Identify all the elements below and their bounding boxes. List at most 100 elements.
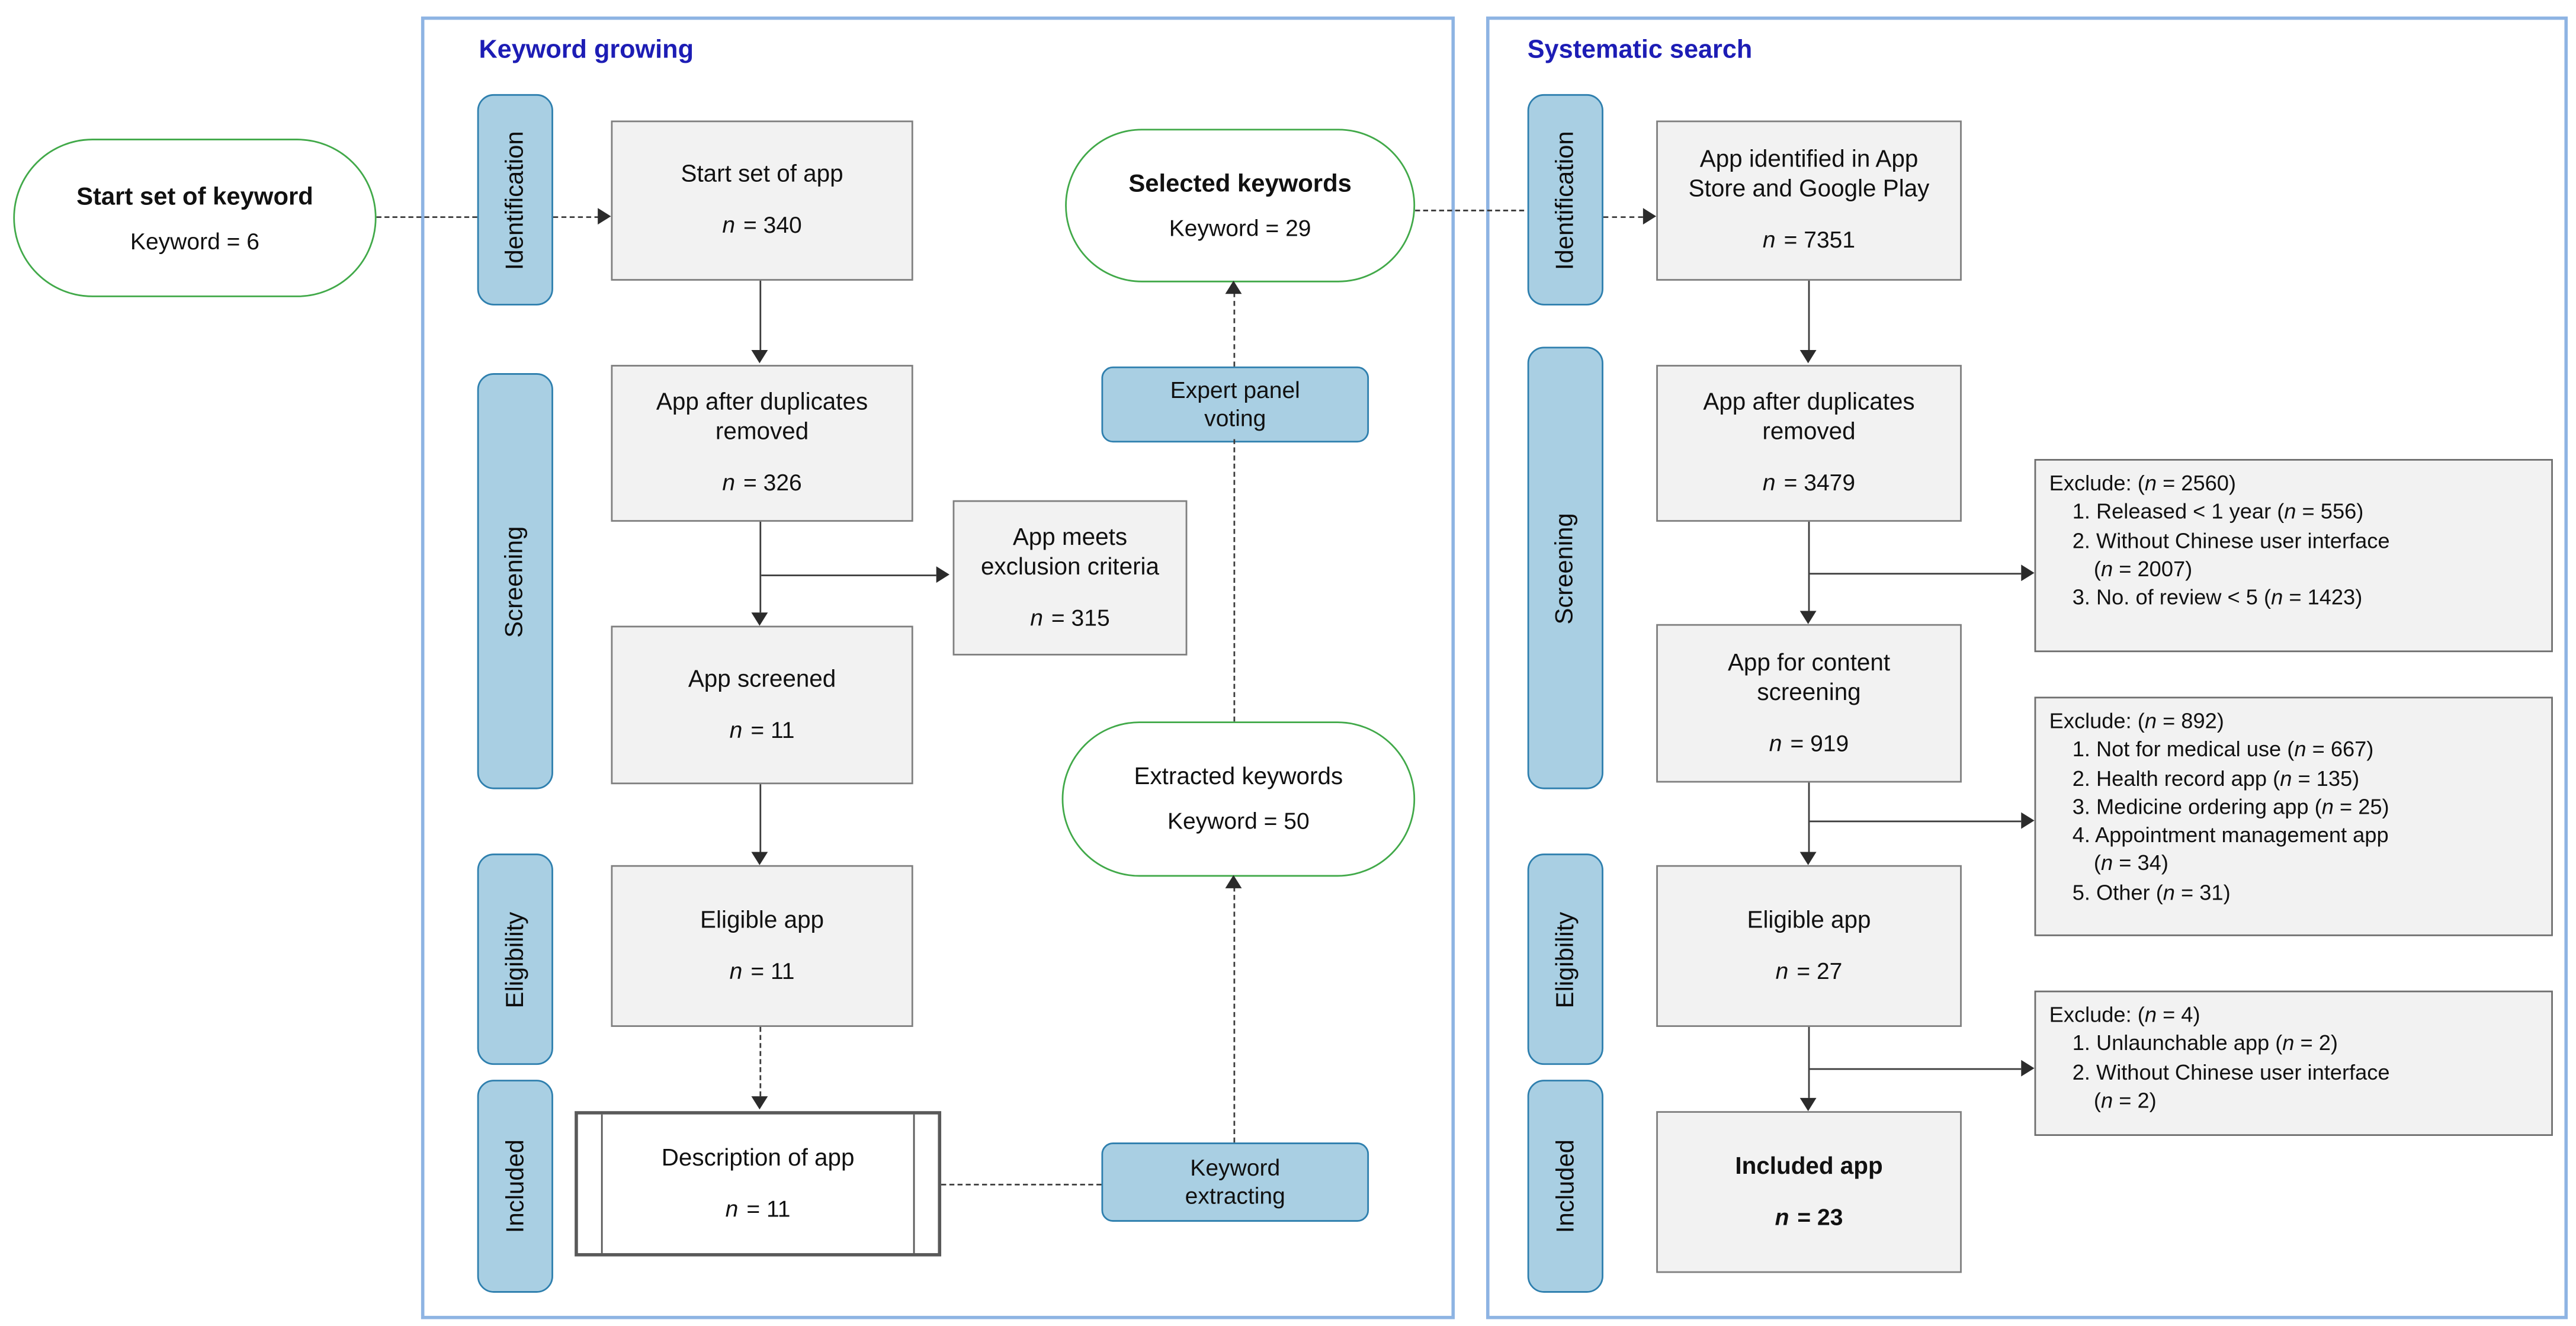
arrowhead-into-startset [598, 208, 611, 225]
arrowhead-into-exclude-3 [2021, 1059, 2035, 1077]
stage-included-kg-label: Included [501, 1139, 530, 1234]
stage-screening-kg-label: Screening [501, 525, 530, 637]
arrowhead-into-eligible-kg [751, 852, 768, 865]
box-app-identified-title: App identified in App Store and Google P… [1688, 147, 1930, 204]
predefined-process-right-bar [913, 1114, 915, 1253]
start-keyword-oval: Start set of keyword Keyword = 6 [13, 139, 377, 297]
box-description-of-app: Description of app n= 11 [575, 1111, 942, 1257]
stage-screening-kg: Screening [477, 373, 553, 789]
box-after-duplicates-ss: App after duplicates removed n= 3479 [1656, 365, 1962, 522]
n-italic: n [1762, 226, 1776, 253]
extracted-keywords-oval: Extracted keywords Keyword = 50 [1061, 721, 1416, 877]
exclude-box-screening: Exclude: (n = 2560)1. Released < 1 year … [2034, 459, 2553, 653]
arrowhead-into-exclude-1 [2021, 564, 2035, 582]
arrow-identification-to-startset [553, 216, 599, 218]
arrowhead-into-description [751, 1096, 768, 1110]
extracted-keywords-value: Keyword = 50 [1167, 807, 1310, 834]
stage-included-ss-label: Included [1551, 1139, 1580, 1234]
arrowhead-into-meets-exclusion [936, 566, 949, 583]
branch-to-exclude-1 [1810, 573, 2022, 575]
box-content-screening-title: App for content screening [1727, 650, 1891, 707]
arrow-content-to-eligible-ss [1808, 782, 1810, 852]
stage-identification-ss: Identification [1527, 94, 1603, 306]
arrowhead-into-exclude-2 [2021, 812, 2035, 829]
stage-eligibility-kg-label: Eligibility [501, 911, 530, 1008]
arrowhead-into-included [1799, 1097, 1817, 1112]
keyword-growing-title: Keyword growing [479, 36, 694, 65]
box-included-app: Included app n= 23 [1656, 1111, 1962, 1273]
arrow-duplicates-to-screened [759, 521, 762, 613]
link-description-to-extracting [941, 1183, 1102, 1186]
n-italic: n [729, 716, 743, 743]
box-app-screened-title: App screened [688, 666, 836, 693]
exclude-box-eligibility: Exclude: (n = 4)1. Unlaunchable app (n =… [2034, 990, 2553, 1136]
n-value: = 11 [750, 716, 795, 743]
box-meets-exclusion-title: App meets exclusion criteria [980, 524, 1160, 581]
arrowhead-into-selected [1225, 280, 1242, 294]
start-keyword-value: Keyword = 6 [130, 227, 259, 253]
arrow-expertpanel-to-selected [1233, 292, 1236, 367]
arrow-identification-ss-to-identified [1603, 216, 1643, 218]
n-italic: n [1775, 1203, 1789, 1230]
n-value: = 27 [1797, 957, 1843, 984]
n-italic: n [1762, 469, 1776, 496]
n-value: = 326 [743, 469, 802, 496]
link-selected-to-identification-ss [1415, 210, 1525, 211]
box-app-screened: App screened n = 11 [611, 625, 913, 785]
arrowhead-into-screened [751, 612, 768, 626]
exclude-box-content: Exclude: (n = 892)1. Not for medical use… [2034, 696, 2553, 936]
box-after-duplicates-kg-title: App after duplicates removed [656, 390, 868, 447]
n-value: = 11 [746, 1195, 791, 1222]
arrowhead-into-duplicates-ss [1799, 350, 1817, 364]
selected-keywords-oval: Selected keywords Keyword = 29 [1065, 129, 1416, 282]
arrow-duplicates-to-content [1808, 521, 1810, 611]
branch-to-exclude-3 [1810, 1068, 2022, 1070]
arrowhead-into-extracted [1225, 875, 1242, 888]
box-start-set-of-app: Start set of app n= 340 [611, 120, 913, 281]
box-eligible-app-kg-title: Eligible app [700, 907, 825, 935]
selected-keywords-title: Selected keywords [1128, 170, 1352, 198]
stage-identification-ss-label: Identification [1551, 130, 1580, 269]
n-value: = 11 [750, 957, 795, 984]
arrowhead-into-eligible-ss [1799, 852, 1817, 865]
selected-keywords-value: Keyword = 29 [1169, 214, 1311, 242]
box-description-of-app-title: Description of app [661, 1145, 855, 1172]
box-content-screening: App for content screening n = 919 [1656, 624, 1962, 783]
arrow-eligible-to-included [1808, 1027, 1810, 1098]
stage-identification-kg: Identification [477, 94, 553, 306]
n-italic: n [1769, 729, 1782, 756]
arrowhead-into-content [1799, 611, 1817, 624]
n-italic: n [729, 957, 743, 984]
n-italic: n [722, 469, 736, 496]
n-value: = 3479 [1783, 469, 1856, 496]
box-meets-exclusion: App meets exclusion criteria n = 315 [952, 500, 1188, 656]
predefined-process-left-bar [601, 1114, 603, 1253]
branch-to-exclude-2 [1810, 820, 2022, 823]
n-italic: n [1775, 957, 1789, 984]
stage-included-ss: Included [1527, 1080, 1603, 1293]
arrow-eligible-to-description [759, 1027, 762, 1097]
arrow-identified-to-duplicates-ss [1808, 280, 1810, 352]
stage-included-kg: Included [477, 1080, 553, 1293]
n-value: = 340 [743, 211, 802, 239]
extracted-keywords-title: Extracted keywords [1134, 764, 1343, 791]
stage-identification-kg-label: Identification [501, 130, 530, 269]
box-after-duplicates-kg: App after duplicates removed n = 326 [611, 365, 913, 522]
n-italic: n [722, 211, 736, 239]
start-keyword-title: Start set of keyword [76, 182, 313, 211]
n-italic: n [1030, 603, 1043, 631]
keyword-extracting-box: Keyword extracting [1101, 1142, 1369, 1222]
box-app-identified: App identified in App Store and Google P… [1656, 120, 1962, 281]
n-value: = 919 [1790, 729, 1849, 756]
n-value: = 315 [1051, 603, 1110, 631]
stage-screening-ss-label: Screening [1551, 512, 1580, 624]
stage-eligibility-ss-label: Eligibility [1551, 911, 1580, 1008]
stage-eligibility-kg: Eligibility [477, 853, 553, 1065]
box-eligible-app-kg: Eligible app n = 11 [611, 865, 913, 1028]
n-value: = 7351 [1783, 226, 1856, 253]
n-value: = 23 [1797, 1203, 1843, 1230]
arrowhead-into-duplicates-kg [751, 350, 768, 364]
systematic-search-title: Systematic search [1527, 36, 1753, 65]
box-eligible-app-ss-title: Eligible app [1747, 907, 1871, 935]
